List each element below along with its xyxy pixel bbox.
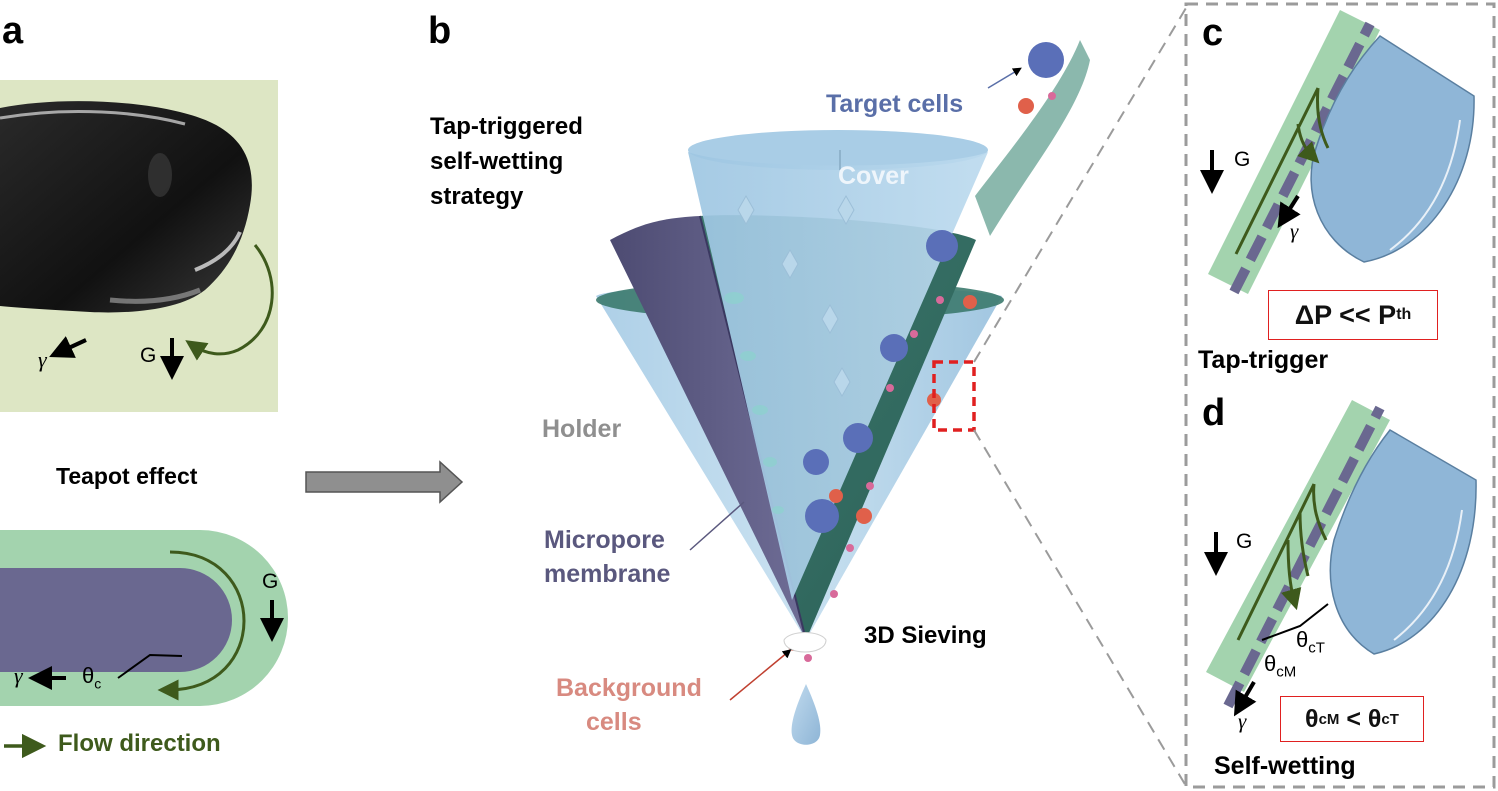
- pressure-condition-main: ΔP << P: [1294, 299, 1397, 330]
- panel-c-letter: c: [1202, 12, 1224, 54]
- target-cells-group: [803, 42, 1064, 533]
- panel-d-theta-ct-sub: cT: [1308, 639, 1325, 657]
- panel-d-letter: d: [1202, 392, 1226, 434]
- angle-box-theta1: θ: [1305, 704, 1319, 733]
- panel-c-gamma-label: γ: [1290, 219, 1299, 243]
- panel-d-gamma-label: γ: [1238, 709, 1247, 733]
- photo-gamma-label: γ: [38, 347, 47, 372]
- teapot-schematic: [0, 530, 288, 706]
- target-cells-label: Target cells: [826, 90, 964, 118]
- panel-a-letter: a: [2, 10, 24, 52]
- panel-c-gamma-arrow: [1277, 194, 1301, 229]
- membrane-pores: [724, 292, 784, 514]
- schematic-theta: θ: [82, 663, 95, 688]
- panel-c-g-label: G: [1234, 148, 1251, 171]
- background-line1: Background: [556, 674, 702, 702]
- panel-d-droplet: [1329, 429, 1477, 655]
- schematic-theta-label: θc: [82, 663, 102, 692]
- schematic-gamma-label: γ: [14, 663, 23, 688]
- schematic-contact-angle-lines: [117, 653, 183, 679]
- panel-d-theta-ct: θ: [1296, 627, 1309, 652]
- background-line2: cells: [586, 708, 642, 736]
- target-cells-pointer: [987, 67, 1022, 89]
- panel-c-flow-arrows: [1234, 87, 1330, 255]
- strategy-line1: Tap-triggered: [430, 113, 583, 140]
- cover-pores: [737, 194, 855, 398]
- droplet: [791, 684, 821, 745]
- photo-g-label: G: [140, 344, 157, 367]
- membrane-pointer: [689, 501, 745, 551]
- panel-b-letter: b: [428, 10, 452, 52]
- panel-d-g-label: G: [1236, 530, 1253, 553]
- zoom-frame: [1184, 2, 1496, 789]
- pressure-condition-sub: th: [1396, 306, 1412, 323]
- cover-label: Cover: [838, 162, 909, 190]
- panel-d-angle-lines: [1261, 603, 1329, 641]
- schematic-theta-sub: c: [94, 675, 102, 692]
- angle-box-op: <: [1339, 704, 1368, 733]
- membrane-line1: Micropore: [544, 526, 665, 554]
- flow-direction-legend: Flow direction: [58, 730, 221, 757]
- schematic-g-label: G: [262, 570, 279, 593]
- sieving-label: 3D Sieving: [864, 622, 987, 649]
- panel-d-theta-cm-sub: cM: [1276, 663, 1297, 681]
- zoom-line-top: [973, 7, 1187, 363]
- liquid-stream: [975, 40, 1090, 236]
- strategy-line2: self-wetting: [430, 148, 564, 175]
- self-wetting-caption: Self-wetting: [1214, 752, 1356, 780]
- small-background-cells: [804, 92, 1056, 662]
- holder-label: Holder: [542, 415, 622, 443]
- angle-box-sub2: cT: [1381, 710, 1399, 728]
- zoom-box: [932, 360, 976, 432]
- panel-c-droplet: [1310, 35, 1475, 263]
- panel-d-theta-ct-label: θcT: [1296, 627, 1325, 657]
- teapot-flow-arrow: [185, 244, 274, 361]
- angle-box-sub1: cM: [1318, 710, 1340, 728]
- teapot-effect-title: Teapot effect: [56, 463, 198, 489]
- panel-d-gamma-arrow: [1233, 680, 1257, 717]
- panel-d-theta-cm: θ: [1264, 651, 1277, 676]
- strategy-line3: strategy: [430, 183, 524, 210]
- sieving-outlet: [783, 632, 827, 653]
- angle-box-theta2: θ: [1367, 704, 1382, 733]
- background-cells-pointer: [729, 649, 792, 701]
- inspired-arrow: [305, 460, 464, 504]
- teapot-photo: [0, 80, 278, 412]
- membrane-line2: membrane: [544, 560, 671, 588]
- tap-trigger-caption: Tap-trigger: [1198, 346, 1329, 374]
- schematic-flow-arrow: [157, 550, 246, 701]
- photo-gamma-arrow: [49, 336, 87, 358]
- panel-d-flow-arrows: [1236, 483, 1328, 641]
- panel-d-theta-cm-label: θcM: [1264, 651, 1297, 681]
- zoom-line-bottom: [973, 429, 1187, 787]
